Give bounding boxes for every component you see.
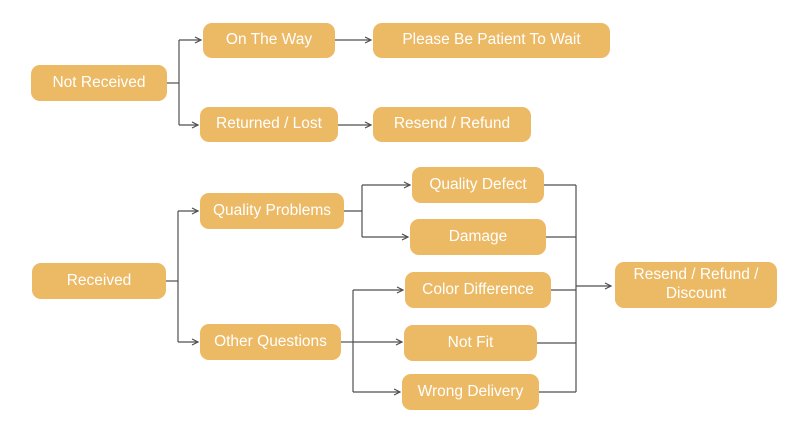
node-not-received: Not Received [31, 65, 167, 101]
node-resend-refund: Resend / Refund [373, 107, 531, 142]
node-on-the-way: On The Way [203, 23, 335, 58]
node-wrong-delivery: Wrong Delivery [402, 374, 539, 410]
node-returned-lost: Returned / Lost [200, 107, 338, 142]
node-other-questions: Other Questions [200, 324, 341, 360]
node-please-be-patient-to-wait: Please Be Patient To Wait [373, 23, 610, 58]
node-resend-refund-discount: Resend / Refund / Discount [615, 262, 777, 308]
node-quality-problems: Quality Problems [200, 193, 344, 229]
node-received: Received [32, 263, 166, 299]
node-color-difference: Color Difference [405, 272, 551, 308]
node-quality-defect: Quality Defect [412, 167, 544, 203]
node-damage: Damage [410, 219, 546, 255]
node-not-fit: Not Fit [404, 325, 537, 361]
